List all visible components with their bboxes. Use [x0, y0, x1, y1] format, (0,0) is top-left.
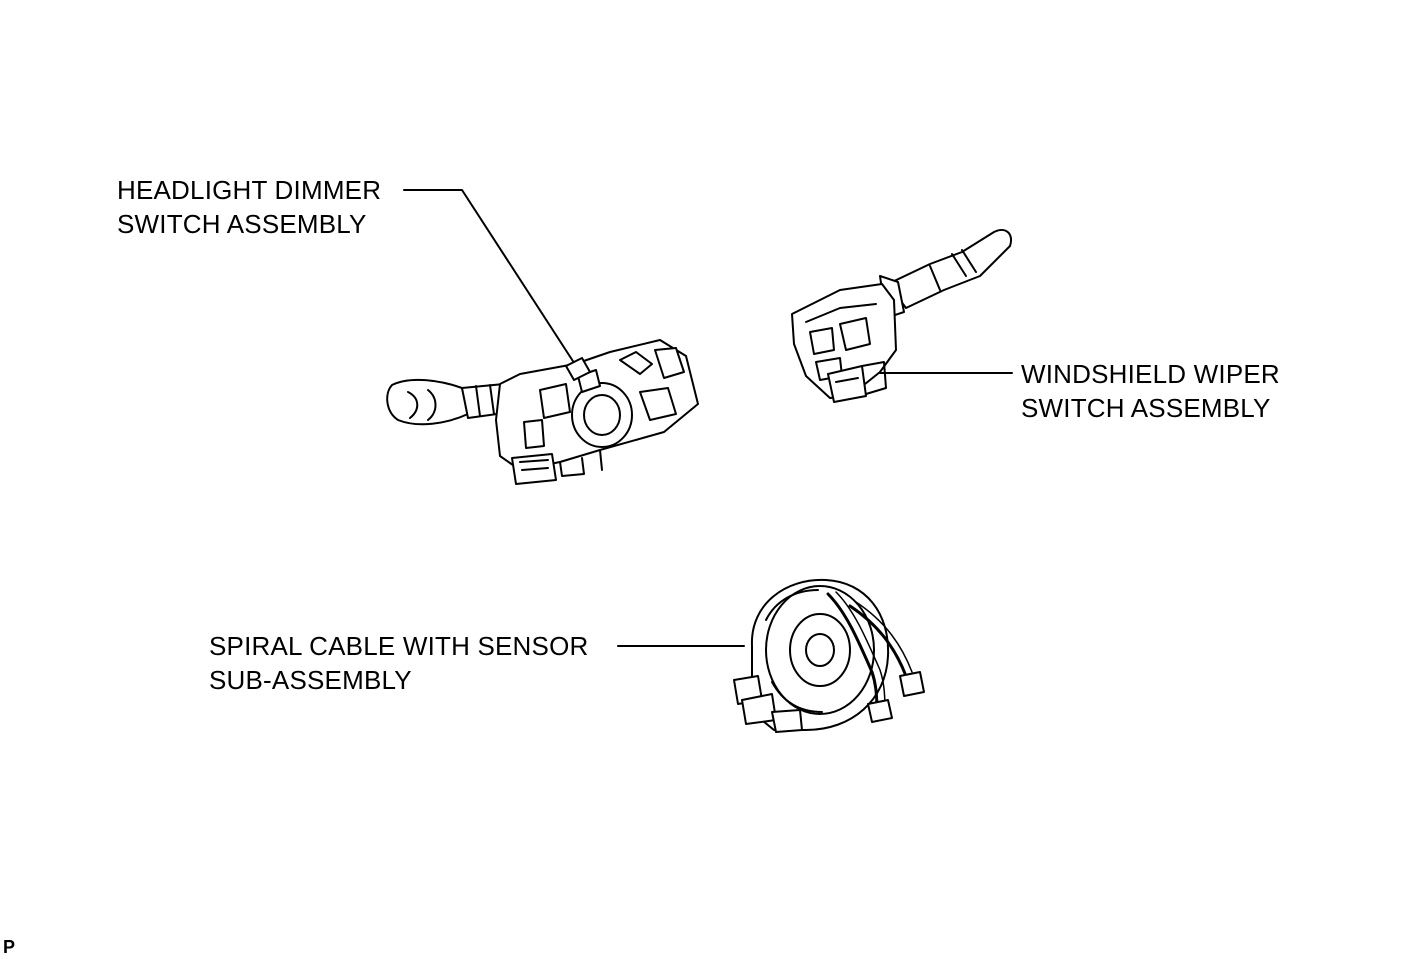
wiper-label-line2: SWITCH ASSEMBLY — [1021, 393, 1271, 423]
windshield-wiper-switch-drawing — [791, 228, 1012, 403]
headlight-label-line1: HEADLIGHT DIMMER — [117, 175, 382, 205]
spiral-cable-label: SPIRAL CABLE WITH SENSOR SUB-ASSEMBLY — [209, 629, 588, 697]
leader-lines — [403, 189, 1013, 647]
spiral-label-line2: SUB-ASSEMBLY — [209, 665, 412, 695]
headlight-dimmer-switch-label: HEADLIGHT DIMMER SWITCH ASSEMBLY — [117, 173, 381, 241]
wiper-label-line1: WINDSHIELD WIPER — [1021, 359, 1280, 389]
spiral-label-line1: SPIRAL CABLE WITH SENSOR — [209, 631, 589, 661]
spiral-cable-drawing — [733, 578, 925, 733]
headlight-dimmer-switch-drawing — [386, 339, 699, 485]
headlight-label-line2: SWITCH ASSEMBLY — [117, 209, 367, 239]
corner-code: P — [3, 937, 16, 957]
headlight-leader-line — [403, 189, 581, 373]
windshield-wiper-switch-label: WINDSHIELD WIPER SWITCH ASSEMBLY — [1021, 357, 1280, 425]
